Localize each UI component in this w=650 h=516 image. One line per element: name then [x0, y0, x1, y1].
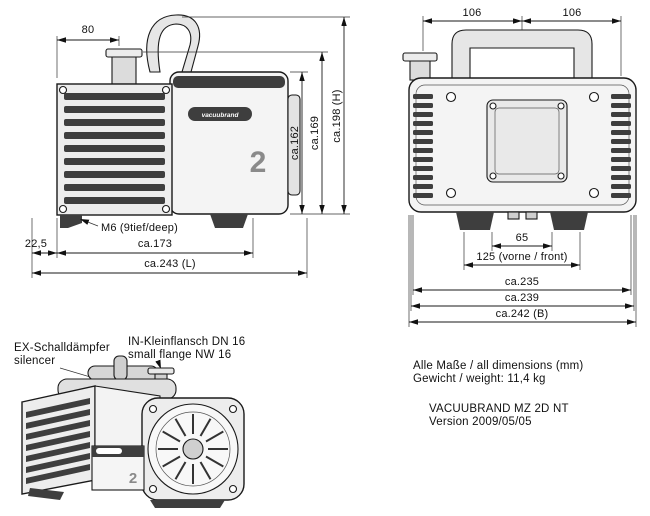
cooling-fins-side: [64, 93, 165, 204]
shroud-screws: [148, 404, 238, 494]
side-view: vacuubrand 2: [25, 14, 350, 278]
exhaust-port-front-flange: [402, 52, 438, 62]
carry-handle: [146, 14, 201, 73]
brand-pill: [188, 107, 252, 121]
dim-hole-spacing: ca.173: [138, 238, 172, 250]
fan-blades: [158, 414, 228, 484]
foot-right-front: [550, 212, 588, 230]
flange-label-en: small flange NW 16: [128, 349, 231, 361]
dim-length-total: ca.243 (L): [144, 258, 196, 270]
cooling-fins-3d: [26, 398, 90, 484]
center-panel-inner: [494, 107, 560, 175]
front-foot: [60, 215, 82, 228]
note-dimensions: Alle Maße / all dimensions (mm): [413, 360, 583, 372]
note-version: Version 2009/05/05: [429, 416, 532, 428]
exhaust-port-front-stem: [409, 59, 431, 81]
callout-m6-thread: M6 (9tief/deep): [101, 222, 178, 234]
dim-feet-inner: 65: [516, 232, 529, 244]
dim-feet-front: 125 (vorne / front): [476, 251, 567, 263]
side-view-pump: vacuubrand 2: [56, 14, 301, 228]
bottom-tab-right: [525, 211, 538, 220]
fan-hub: [182, 438, 204, 460]
dim-top-width: 80: [82, 24, 95, 36]
silencer-label-de: EX-Schalldämpfer: [14, 342, 110, 354]
badge-brand-pill-3d: [96, 448, 122, 454]
dim-height-total: ca.198 (H): [331, 89, 343, 142]
dim-height-port: ca.169: [309, 116, 321, 150]
inlet-flange-part: [147, 367, 175, 375]
carry-handle-front: [451, 29, 593, 79]
exhaust-port-stem: [111, 55, 137, 85]
pump-body-front-inner: [415, 84, 630, 206]
panel-screws: [445, 91, 600, 199]
exhaust-port-flange: [105, 48, 143, 58]
flange-label-de: IN-Kleinflansch DN 16: [128, 336, 245, 348]
foot-3d-left: [28, 488, 64, 500]
dim-width-1: ca.235: [505, 276, 539, 288]
model-number-side: 2: [250, 146, 267, 179]
front-view-dimensions: 106 106 65 125 (vorne / front) ca.235 ca…: [408, 7, 637, 327]
perspective-view: EX-Schalldämpfer silencer IN-Kleinflansc…: [14, 336, 245, 508]
front-view: 106 106 65 125 (vorne / front) ca.235 ca…: [402, 7, 637, 327]
dim-width-2: ca.239: [505, 292, 539, 304]
silencer-part: [113, 355, 128, 381]
brand-label: vacuubrand: [202, 112, 240, 119]
foot-left-front: [456, 212, 494, 230]
rear-foot: [210, 214, 248, 228]
note-model: VACUUBRAND MZ 2D NT: [429, 403, 569, 415]
cooling-fins-front-right: [611, 94, 631, 198]
fan-ring: [155, 411, 231, 487]
dim-foot-offset: 22,5: [25, 238, 47, 250]
perspective-pump: 2: [21, 355, 245, 508]
dim-height-body: ca.162: [289, 126, 301, 160]
dim-top-right: 106: [563, 7, 582, 19]
notes-block: Alle Maße / all dimensions (mm) Gewicht …: [413, 360, 583, 428]
motor-housing: [169, 71, 289, 215]
model-number-3d: 2: [129, 470, 137, 487]
silencer-label-en: silencer: [14, 355, 55, 367]
dim-top-left: 106: [463, 7, 482, 19]
side-view-dimensions: 80 ca.162 ca.169 ca.198 (H) 22,5 ca.173 …: [25, 16, 350, 278]
center-panel: [486, 99, 568, 183]
foot-3d-right: [150, 500, 225, 508]
front-view-pump: [402, 29, 637, 230]
cooling-fins-front-left: [413, 94, 433, 198]
head-screws: [58, 85, 171, 214]
dim-width-total: ca.242 (B): [496, 308, 549, 320]
motor-top-band: [173, 76, 285, 88]
bottom-tab-left: [507, 211, 520, 220]
note-weight: Gewicht / weight: 11,4 kg: [413, 373, 546, 385]
